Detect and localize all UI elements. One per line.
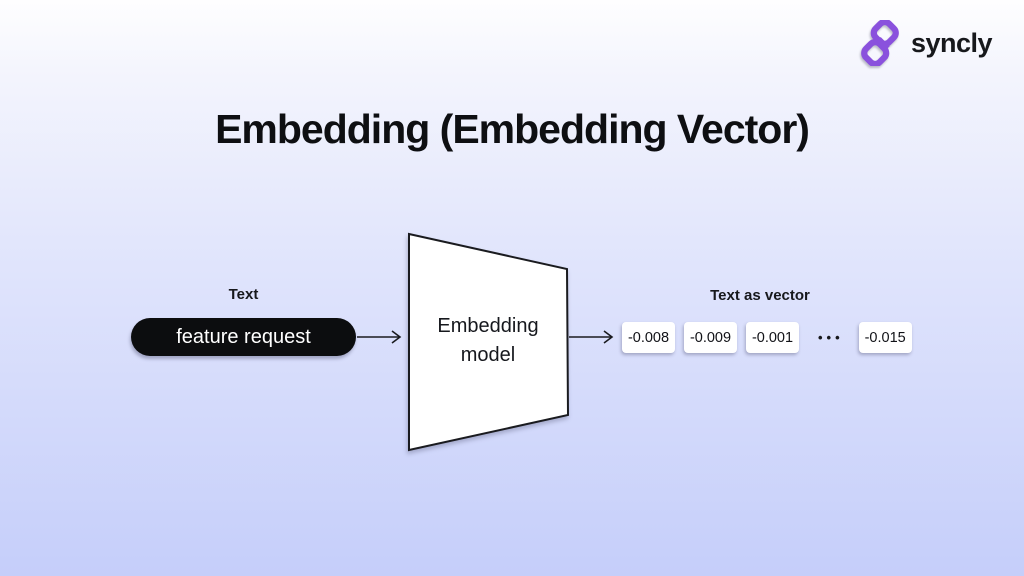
input-text-pill: feature request (131, 318, 356, 356)
vector-value-box: -0.009 (684, 322, 737, 353)
embedding-model-label: Embedding model (437, 315, 539, 366)
arrow-model-to-vector-icon (569, 330, 614, 344)
vector-value-box: -0.008 (622, 322, 675, 353)
arrow-input-to-model-icon (357, 330, 402, 344)
chain-link-icon (861, 20, 899, 66)
output-label: Text as vector (710, 287, 810, 304)
input-label: Text (228, 286, 259, 303)
page-title: Embedding (Embedding Vector) (215, 106, 810, 152)
vector-value-box: -0.015 (858, 322, 912, 353)
vector-values-row: -0.008 -0.009 -0.001 ••• -0.015 (622, 322, 912, 353)
vector-value-box: -0.001 (746, 322, 799, 353)
brand-name: syncly (910, 27, 993, 58)
syncly-logo: syncly (857, 20, 993, 66)
ellipsis-dots: ••• (818, 330, 844, 345)
